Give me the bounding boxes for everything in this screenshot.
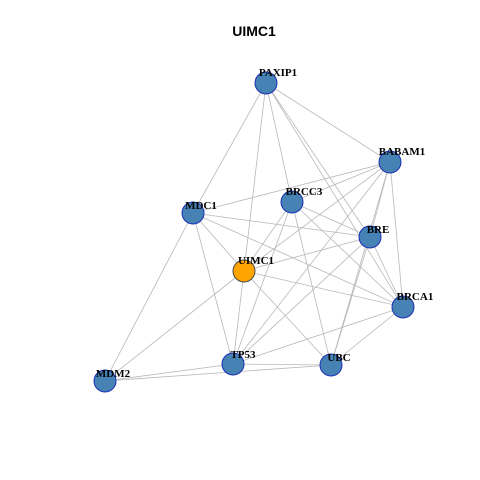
node-uimc1[interactable]: UIMC1 [232,255,274,283]
node-circle-mdm2[interactable] [93,369,117,393]
edge-uimc1-brca1 [243,270,404,308]
diagram-title: UIMC1 [232,23,276,39]
node-label-tp53: TP53 [230,349,256,361]
node-label-babam1: BABAM1 [379,146,425,158]
node-brcc3[interactable]: BRCC3 [280,186,323,214]
node-label-ubc: UBC [327,352,350,364]
node-circle-brca1[interactable] [391,295,415,319]
edge-mdm2-uimc1 [104,270,245,382]
node-circle-uimc1[interactable] [232,259,256,283]
edge-babam1-uimc1 [243,161,391,272]
node-circle-brcc3[interactable] [280,190,304,214]
edge-mdc1-brca1 [192,212,404,308]
edge-mdc1-uimc1 [192,212,245,272]
edge-paxip1-bre [265,82,371,238]
edge-paxip1-brcc3 [265,82,293,203]
edge-brcc3-bre [291,201,371,238]
node-mdc1[interactable]: MDC1 [181,200,217,225]
edge-uimc1-ubc [243,270,332,366]
node-babam1[interactable]: BABAM1 [378,146,425,174]
node-label-mdc1: MDC1 [185,200,217,212]
node-circle-babam1[interactable] [378,150,402,174]
edge-mdc1-tp53 [192,212,234,365]
edge-babam1-mdc1 [192,161,391,214]
edge-bre-brca1 [369,236,404,308]
node-mdm2[interactable]: MDM2 [93,368,131,393]
edge-brcc3-uimc1 [243,201,293,272]
edge-tp53-ubc [232,363,332,366]
node-circle-bre[interactable] [358,225,382,249]
edge-tp53-mdm2 [104,363,234,382]
edge-mdc1-bre [192,212,371,238]
node-label-uimc1: UIMC1 [238,255,274,267]
edge-bre-ubc [330,236,371,366]
node-ubc[interactable]: UBC [319,352,351,377]
edge-mdc1-mdm2 [104,212,194,382]
node-label-paxip1: PAXIP1 [259,67,297,79]
edge-layer [104,82,404,382]
edge-babam1-tp53 [232,161,391,365]
edge-bre-uimc1 [243,236,371,272]
node-paxip1[interactable]: PAXIP1 [254,67,297,95]
node-label-brca1: BRCA1 [397,291,434,303]
node-circle-paxip1[interactable] [254,71,278,95]
node-circle-mdc1[interactable] [181,201,205,225]
node-circle-ubc[interactable] [319,353,343,377]
node-circle-tp53[interactable] [221,352,245,376]
node-label-bre: BRE [367,224,390,236]
edge-babam1-brca1 [389,161,404,308]
edge-ubc-mdm2 [104,364,332,382]
edge-brcc3-brca1 [291,201,404,308]
edge-babam1-ubc [330,161,391,366]
edge-uimc1-tp53 [232,270,245,365]
node-tp53[interactable]: TP53 [221,349,256,376]
edge-brca1-ubc [330,306,404,366]
node-label-brcc3: BRCC3 [286,186,323,198]
edge-paxip1-mdc1 [192,82,267,214]
edge-paxip1-uimc1 [243,82,267,272]
edge-bre-tp53 [232,236,371,365]
node-brca1[interactable]: BRCA1 [391,291,434,319]
edge-brca1-tp53 [232,306,404,365]
edge-babam1-brcc3 [291,161,391,203]
edge-brcc3-ubc [291,201,332,366]
edge-paxip1-brca1 [265,82,404,308]
edge-brcc3-tp53 [232,201,293,365]
edge-paxip1-babam1 [265,82,391,163]
node-label-mdm2: MDM2 [96,368,131,380]
node-bre[interactable]: BRE [358,224,390,249]
